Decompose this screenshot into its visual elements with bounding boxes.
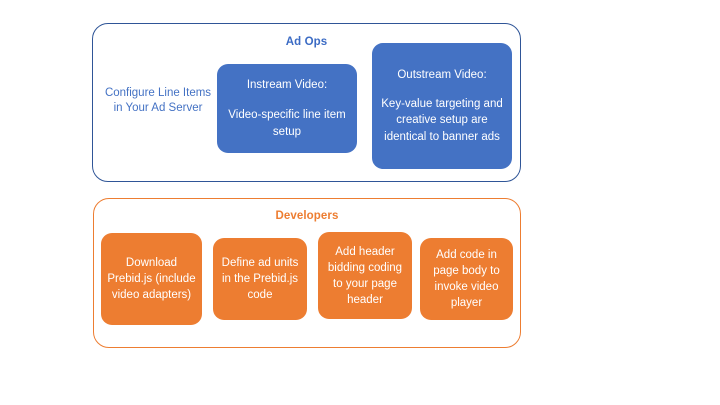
box-instream-video: Instream Video: Video-specific line item…: [217, 64, 357, 153]
box-instream-heading: Instream Video:: [246, 78, 328, 91]
box-download-prebid: Download Prebid.js (include video adapte…: [101, 233, 202, 325]
box-add-header-bidding-code: Add header bidding coding to your page h…: [318, 232, 412, 319]
box-download-prebid-label: Download Prebid.js (include video adapte…: [107, 257, 196, 301]
box-instream-body: Video-specific line item setup: [228, 109, 346, 138]
node-configure-line-items: Configure Line Items in Your Ad Server: [104, 86, 212, 115]
box-outstream-heading: Outstream Video:: [397, 69, 487, 81]
box-outstream-video: Outstream Video: Key-value targeting and…: [372, 43, 512, 169]
box-define-ad-units: Define ad units in the Prebid.js code: [213, 238, 307, 320]
box-define-ad-units-label: Define ad units in the Prebid.js code: [221, 257, 299, 301]
box-add-header-bidding-code-label: Add header bidding coding to your page h…: [327, 245, 403, 306]
box-outstream-body: Key-value targeting and creative setup a…: [381, 97, 503, 143]
box-add-page-body-code: Add code in page body to invoke video pl…: [420, 238, 513, 320]
group-title-ad-ops: Ad Ops: [285, 36, 328, 48]
box-add-page-body-code-label: Add code in page body to invoke video pl…: [433, 249, 500, 309]
group-title-developers: Developers: [275, 210, 339, 222]
